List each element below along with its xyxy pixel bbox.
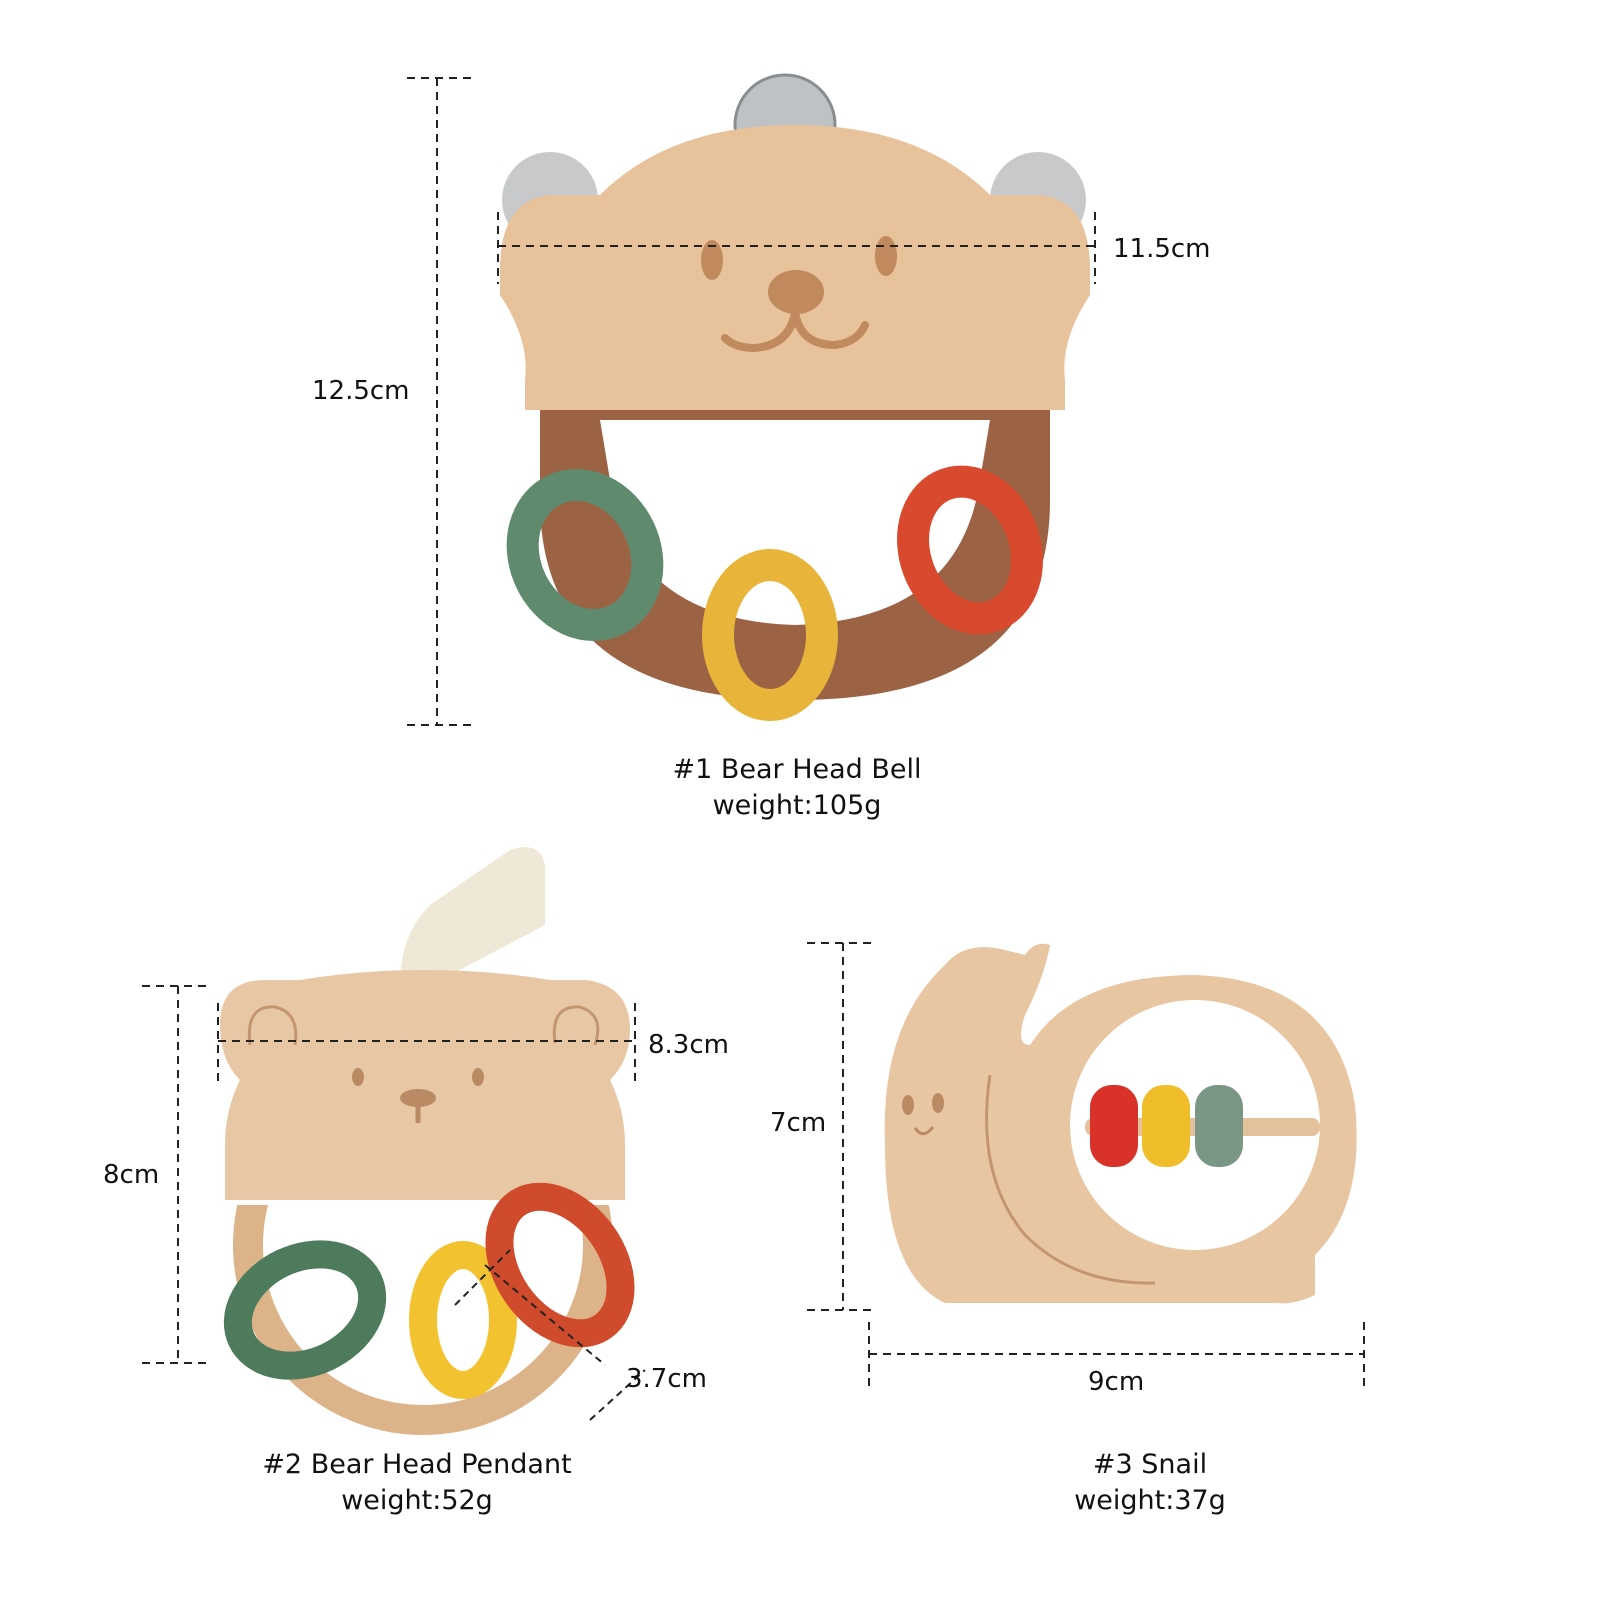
product-3-caption: #3 Snail weight:37g [1000,1447,1300,1519]
product-title: #1 Bear Head Bell [672,754,922,785]
product-weight: weight:105g [712,790,882,821]
ring-diameter-label: 3.7cm [626,1364,707,1394]
height-label: 12.5cm [312,376,410,406]
product-2-caption: #2 Bear Head Pendant weight:52g [207,1447,627,1519]
width-label: 8.3cm [648,1030,729,1060]
height-label: 7cm [770,1108,827,1138]
bear-bell-toy-image [500,73,1090,721]
height-dimension-line [807,942,873,1311]
product-title: #3 Snail [1092,1449,1208,1480]
height-label: 8cm [103,1160,160,1190]
width-dimension-line [217,1003,636,1086]
width-label: 11.5cm [1113,234,1211,264]
width-dimension-line [497,212,1096,284]
height-dimension-line [407,77,473,726]
product-weight: weight:52g [341,1485,493,1516]
product-title: #2 Bear Head Pendant [262,1449,572,1480]
snail-toy-image [884,943,1357,1304]
bear-pendant-toy-image [220,847,635,1435]
width-dimension-line [868,1322,1365,1388]
height-dimension-line [142,985,208,1364]
ring-diameter-dimension-line [454,1249,646,1421]
product-weight: weight:37g [1074,1485,1226,1516]
width-label: 9cm [1088,1367,1145,1397]
product-1-caption: #1 Bear Head Bell weight:105g [597,752,997,824]
